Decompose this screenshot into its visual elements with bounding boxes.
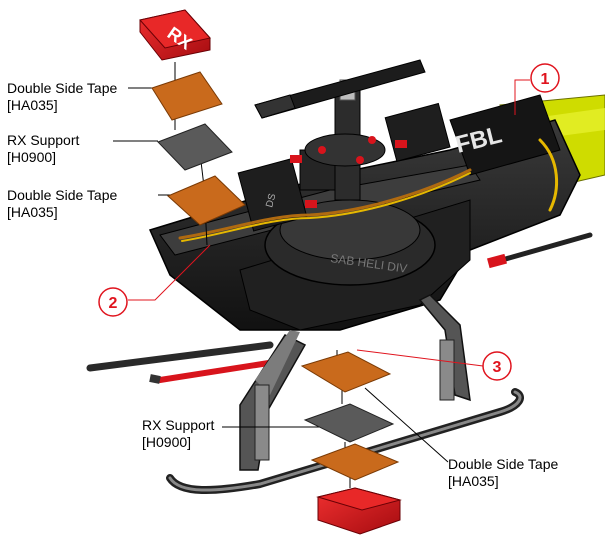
rx-support-bottom [303, 403, 395, 443]
label-rx-support-1-name: RX Support [7, 132, 80, 148]
callout-1-number: 1 [541, 71, 550, 88]
label-rx-support-2-code: [H0900] [142, 434, 192, 450]
label-double-side-tape-1: Double Side Tape [HA035] [7, 80, 117, 114]
receiver-bottom [316, 487, 402, 535]
tape-top-1 [151, 71, 223, 121]
receiver-top: RX [139, 9, 211, 61]
callout-3-number: 3 [493, 359, 502, 376]
label-tape-1-name: Double Side Tape [7, 80, 118, 96]
label-rx-support-1: RX Support [H0900] [7, 132, 79, 166]
label-tape-3-name: Double Side Tape [448, 456, 559, 472]
label-rx-support-2-name: RX Support [142, 417, 215, 433]
label-tape-3-code: [HA035] [448, 473, 499, 489]
label-rx-support-2: RX Support [H0900] [142, 417, 214, 451]
tape-bottom-2 [310, 443, 400, 481]
tape-bottom-1 [300, 351, 392, 393]
label-double-side-tape-3: Double Side Tape [HA035] [448, 456, 558, 490]
callout-1: 1 [530, 63, 560, 93]
label-tape-2-code: [HA035] [7, 204, 58, 220]
label-tape-2-name: Double Side Tape [7, 187, 118, 203]
rotor-head [254, 59, 426, 201]
servo-text: DS [264, 192, 278, 209]
servo-wires [178, 138, 559, 242]
callout-3: 3 [482, 351, 512, 381]
rx-support-top [157, 123, 233, 171]
label-tape-1-code: [HA035] [7, 97, 58, 113]
main-frame: SAB HELI DIV FBL [148, 94, 581, 331]
callout-2-number: 2 [109, 295, 118, 312]
boom-support-rod [487, 232, 593, 269]
callout-2: 2 [98, 287, 128, 317]
callout-leaders [128, 79, 530, 367]
landing-skid-rods [86, 341, 278, 384]
landing-gear [166, 294, 524, 494]
tape-top-2 [167, 175, 246, 226]
label-double-side-tape-2: Double Side Tape [HA035] [7, 187, 117, 221]
label-rx-support-1-code: [H0900] [7, 149, 57, 165]
